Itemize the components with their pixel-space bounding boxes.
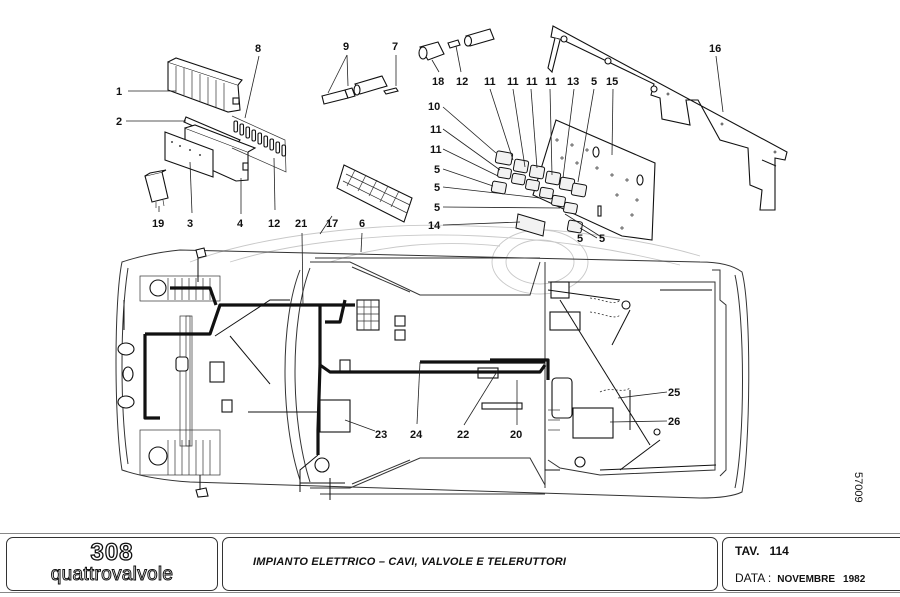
logo-model: 308 [90, 539, 134, 566]
callout-5-c: 5 [434, 182, 440, 194]
pin-part-12 [447, 39, 461, 49]
relay-plate-part-15 [532, 119, 656, 241]
callout-4: 4 [237, 218, 244, 230]
callout-2: 2 [116, 116, 122, 128]
date-month: NOVEMBRE [777, 574, 836, 585]
tav-label: TAV. [735, 544, 760, 558]
sheet-number: 57009 [852, 472, 864, 503]
title-block-bottom-rule [0, 592, 900, 593]
tav-number: 114 [769, 544, 789, 558]
relay-cluster [490, 150, 588, 237]
callout-5-e: 5 [577, 233, 583, 245]
wiring-harness [123, 258, 717, 500]
date-label: DATA : [735, 571, 772, 585]
drawing-description: IMPIANTO ELETTRICO – CAVI, VALVOLE E TEL… [253, 556, 567, 568]
callout-8: 8 [255, 43, 261, 55]
fuse-label-plate-part-3 [164, 131, 214, 178]
leader-lines [126, 45, 724, 432]
callout-11-a: 11 [484, 76, 496, 88]
connector-part-9 [321, 75, 388, 105]
description-box: IMPIANTO ELETTRICO – CAVI, VALVOLE E TEL… [222, 537, 718, 591]
date-year: 1982 [843, 574, 866, 585]
callout-6: 6 [359, 218, 365, 230]
table-number: TAV. 114 [735, 544, 799, 558]
terminal-part-7 [383, 87, 399, 95]
callout-11-f: 11 [430, 144, 442, 156]
callout-1: 1 [116, 86, 122, 98]
callout-23: 23 [375, 429, 387, 441]
callout-5-d: 5 [434, 202, 440, 214]
car-body-outline [115, 247, 750, 499]
callout-10: 10 [428, 101, 440, 113]
callout-22: 22 [457, 429, 469, 441]
logo-variant: quattrovalvole [50, 564, 174, 586]
callout-15: 15 [606, 76, 618, 88]
logo-box: 308 quattrovalvole [6, 537, 218, 591]
callout-11-d: 11 [545, 76, 557, 88]
callout-13: 13 [567, 76, 579, 88]
callout-7: 7 [392, 41, 398, 53]
callout-11-c: 11 [526, 76, 538, 88]
callout-17: 17 [326, 218, 338, 230]
callout-24: 24 [410, 429, 423, 441]
callout-14: 14 [428, 220, 441, 232]
callout-5-top: 5 [591, 76, 597, 88]
callout-labels: 1 2 3 4 8 12 19 9 7 18 12 11 11 11 11 13… [116, 41, 721, 441]
callout-12-pin: 12 [456, 76, 468, 88]
relay-part-19 [144, 169, 169, 208]
callout-11-b: 11 [507, 76, 519, 88]
callout-26: 26 [668, 416, 680, 428]
callout-25: 25 [668, 387, 680, 399]
callout-20: 20 [510, 429, 522, 441]
callout-3: 3 [187, 218, 193, 230]
fuses-part-8 [231, 115, 287, 173]
drawing-date: DATA : NOVEMBRE 1982 [735, 571, 865, 585]
callout-5-f: 5 [599, 233, 605, 245]
callout-18: 18 [432, 76, 444, 88]
ghost-car-outline [189, 224, 701, 295]
title-block-top-rule [0, 533, 900, 534]
callout-16: 16 [709, 43, 721, 55]
callout-11-e: 11 [430, 124, 442, 136]
table-info-box: TAV. 114 DATA : NOVEMBRE 1982 [722, 537, 900, 591]
fuse-panel-part-17 [336, 164, 413, 223]
connector-part-18 [418, 41, 445, 61]
callout-12-fuses: 12 [268, 218, 280, 230]
callout-5-b: 5 [434, 164, 440, 176]
mounting-bracket-part-16 [547, 25, 788, 211]
fuse-box-cover-part-1 [167, 57, 243, 113]
callout-21: 21 [295, 218, 307, 230]
callout-9: 9 [343, 41, 349, 53]
callout-19: 19 [152, 218, 164, 230]
wiring-diagram: 1 2 3 4 8 12 19 9 7 18 12 11 11 11 11 13… [115, 25, 788, 500]
connector-socket [463, 28, 495, 47]
